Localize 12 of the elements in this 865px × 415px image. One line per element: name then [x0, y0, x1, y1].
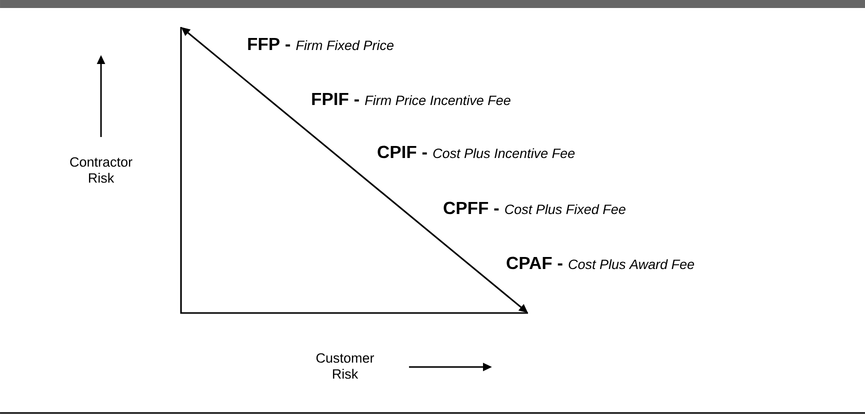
contract-abbreviation: CPIF -: [378, 146, 427, 158]
contract-name: Cost Plus Fixed Fee: [505, 204, 626, 214]
contract-name: Cost Plus Incentive Fee: [433, 148, 575, 158]
axis-label: Contractor Risk: [70, 157, 132, 183]
contract-abbreviation: CPAF -: [506, 256, 562, 270]
contract-abbreviation: FPIF -: [312, 92, 359, 105]
contract-name: Cost Plus Award Fee: [568, 259, 694, 270]
axis-label: Customer Risk: [316, 353, 374, 379]
contract-abbreviation: FFP -: [248, 38, 290, 50]
contract-name: Firm Price Incentive Fee: [365, 95, 510, 106]
contract-name: Firm Fixed Price: [296, 40, 394, 50]
contract-abbreviation: CPFF -: [444, 202, 499, 214]
